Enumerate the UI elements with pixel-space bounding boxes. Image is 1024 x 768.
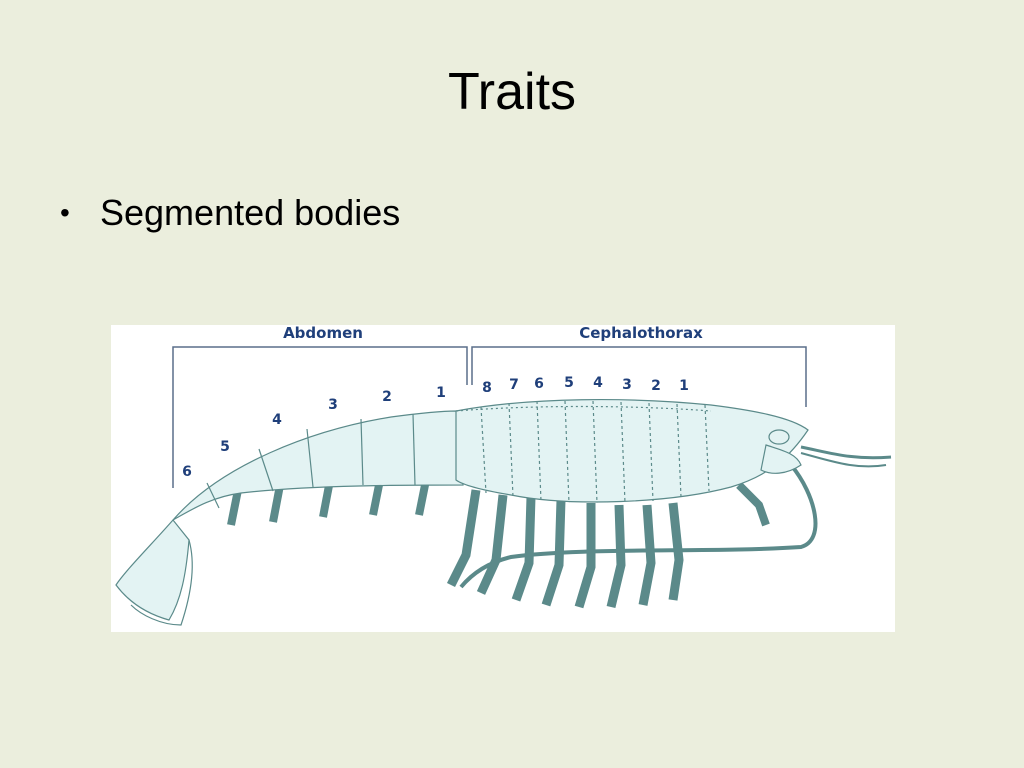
abdomen-segment-label: 5 bbox=[220, 439, 230, 455]
eye-icon bbox=[768, 429, 790, 445]
abdomen-segment-label: 3 bbox=[328, 397, 338, 413]
cephalothorax-bracket bbox=[471, 346, 807, 407]
shrimp-svg: Abdomen Cephalothorax 6 5 4 3 2 1 8 7 6 … bbox=[115, 325, 892, 626]
carapace-segment-lines bbox=[455, 400, 712, 504]
cephalothorax-segment-label: 3 bbox=[622, 377, 632, 393]
tail-fan bbox=[115, 519, 190, 621]
abdomen-label: Abdomen bbox=[283, 325, 363, 342]
abdomen-segment-lines bbox=[206, 413, 416, 509]
abdomen-segment-label: 1 bbox=[436, 385, 446, 401]
tail-fan bbox=[130, 539, 193, 626]
cephalothorax-segment-label: 8 bbox=[482, 380, 492, 396]
bullet-text: Segmented bodies bbox=[100, 192, 401, 233]
abdomen-segment-label: 2 bbox=[382, 389, 392, 405]
cephalothorax-segment-label: 5 bbox=[564, 375, 574, 391]
cephalothorax-segment-label: 6 bbox=[534, 376, 544, 392]
cephalothorax-segment-label: 4 bbox=[593, 375, 603, 391]
cephalothorax-segment-label: 2 bbox=[651, 378, 661, 394]
abdomen-bracket bbox=[172, 346, 468, 488]
cephalothorax-segment-label: 1 bbox=[679, 378, 689, 394]
bullet-item: • Segmented bodies bbox=[60, 192, 400, 234]
thoracic-legs bbox=[446, 482, 770, 609]
shrimp-diagram: Abdomen Cephalothorax 6 5 4 3 2 1 8 7 6 … bbox=[111, 325, 895, 632]
head bbox=[760, 444, 802, 474]
bullet-icon: • bbox=[60, 197, 70, 228]
carapace bbox=[455, 399, 809, 503]
abdomen-segment-label: 4 bbox=[272, 412, 282, 428]
bullet-list: • Segmented bodies bbox=[60, 192, 400, 234]
cephalothorax-segment-label: 7 bbox=[509, 377, 519, 393]
cephalothorax-label: Cephalothorax bbox=[579, 325, 703, 342]
antenna bbox=[800, 445, 892, 460]
slide-title: Traits bbox=[447, 63, 577, 121]
antenna bbox=[800, 452, 887, 468]
abdomen-segment-label: 6 bbox=[182, 464, 192, 480]
